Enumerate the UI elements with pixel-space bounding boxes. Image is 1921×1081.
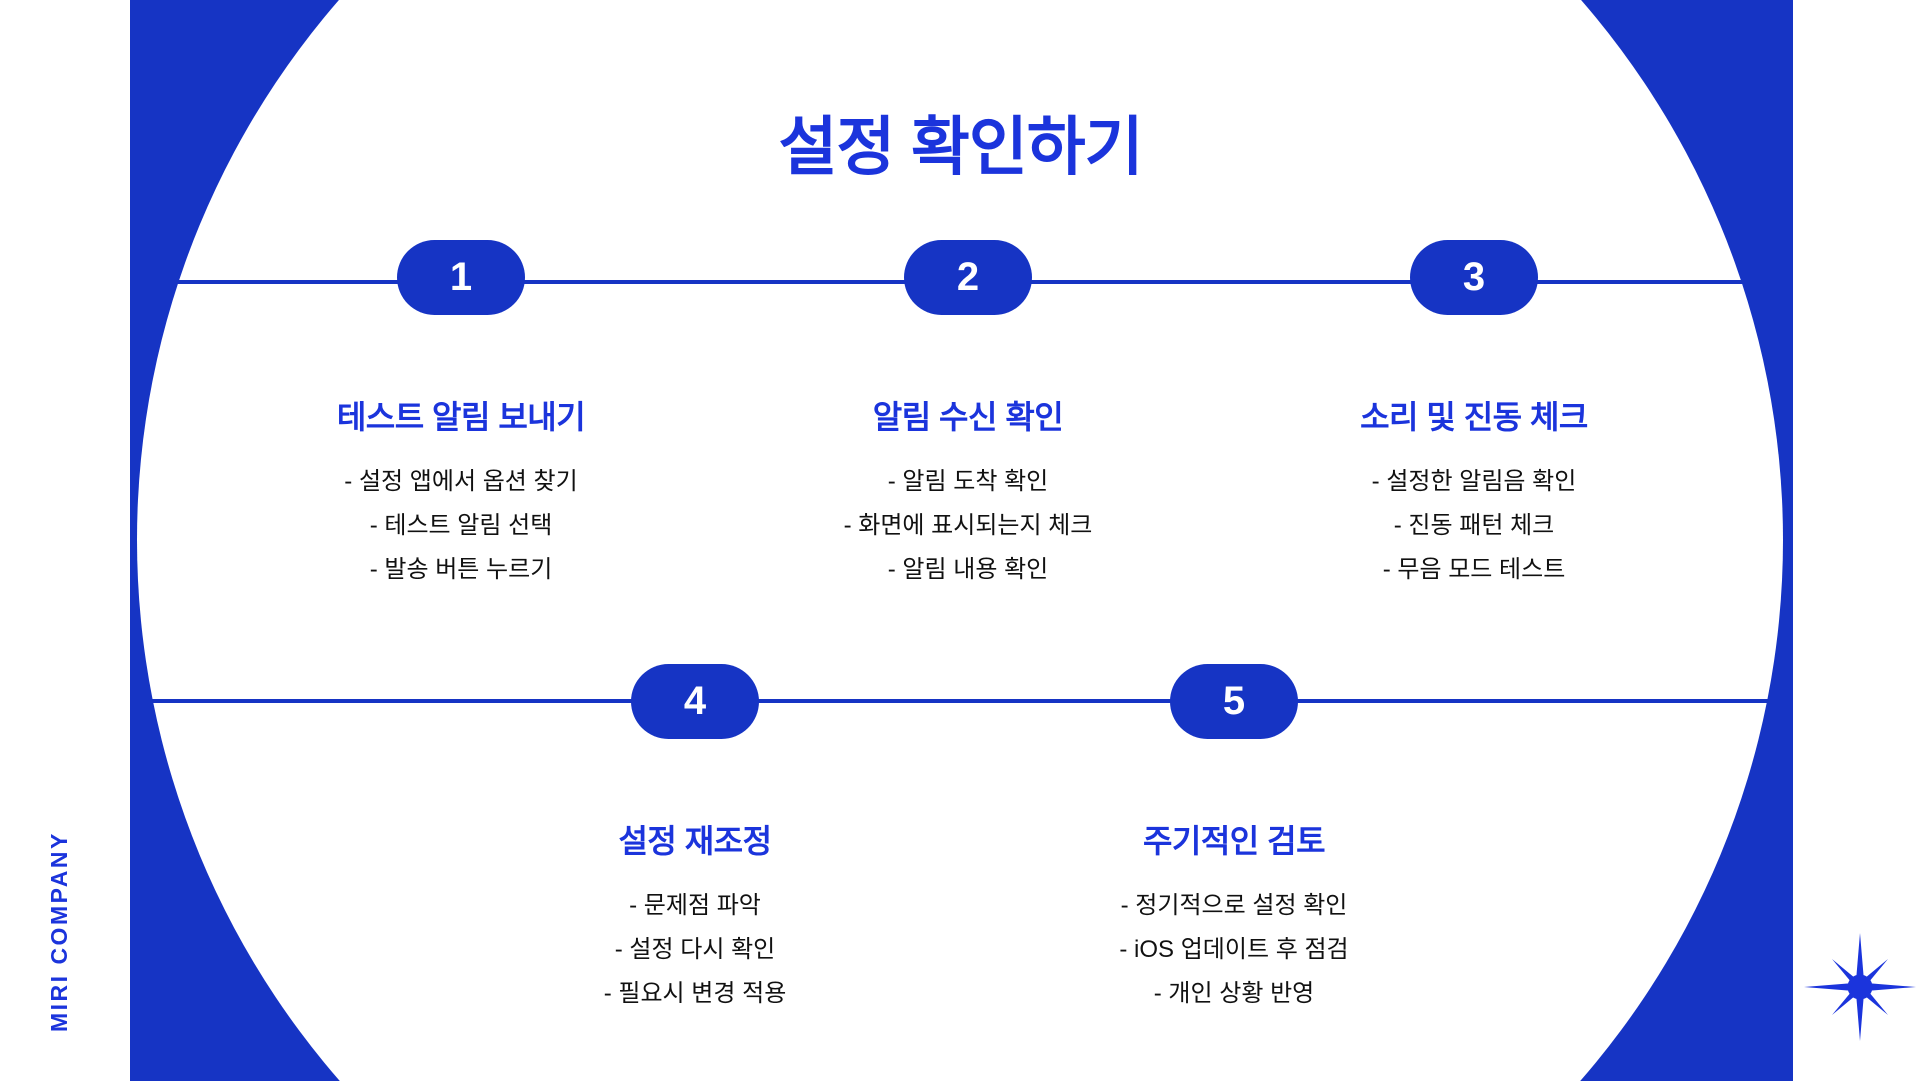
step-item: - 알림 내용 확인 <box>887 556 1049 583</box>
step-number-badge-4: 4 <box>631 664 759 739</box>
step-item: - 설정 다시 확인 <box>614 936 776 963</box>
step-column-1: 테스트 알림 보내기 - 설정 앱에서 옵션 찾기 - 테스트 알림 선택 - … <box>251 392 671 592</box>
step-item: - 개인 상황 반영 <box>1153 980 1315 1007</box>
step-heading: 주기적인 검토 <box>1142 823 1326 859</box>
step-number-badge-2: 2 <box>904 240 1032 315</box>
step-item: - 테스트 알림 선택 <box>369 512 553 539</box>
step-number-badge-5: 5 <box>1170 664 1298 739</box>
brand-vertical-text: MIRI COMPANY <box>46 831 72 1032</box>
step-column-3: 소리 및 진동 체크 - 설정한 알림음 확인 - 진동 패턴 체크 - 무음 … <box>1264 392 1684 592</box>
step-item: - 화면에 표시되는지 체크 <box>843 512 1093 539</box>
step-item: - 문제점 파악 <box>629 892 761 919</box>
timeline-line-row2 <box>130 699 1793 703</box>
step-heading: 소리 및 진동 체크 <box>1360 399 1588 435</box>
step-item: - 설정한 알림음 확인 <box>1371 468 1577 495</box>
step-heading: 설정 재조정 <box>618 823 772 859</box>
step-item: - iOS 업데이트 후 점검 <box>1119 936 1349 963</box>
step-item: - 설정 앱에서 옵션 찾기 <box>344 468 578 495</box>
step-item: - 발송 버튼 누르기 <box>369 556 553 583</box>
step-heading: 알림 수신 확인 <box>872 399 1064 435</box>
step-item: - 정기적으로 설정 확인 <box>1120 892 1348 919</box>
step-number-badge-3: 3 <box>1410 240 1538 315</box>
step-column-2: 알림 수신 확인 - 알림 도착 확인 - 화면에 표시되는지 체크 - 알림 … <box>758 392 1178 592</box>
white-circle-mask <box>137 0 1783 1081</box>
sparkle-star-icon <box>1804 933 1916 1041</box>
step-number-badge-1: 1 <box>397 240 525 315</box>
page-title: 설정 확인하기 <box>778 111 1143 183</box>
step-column-4: 설정 재조정 - 문제점 파악 - 설정 다시 확인 - 필요시 변경 적용 <box>485 816 905 1016</box>
step-item: - 무음 모드 테스트 <box>1382 556 1566 583</box>
step-item: - 알림 도착 확인 <box>887 468 1049 495</box>
step-item: - 진동 패턴 체크 <box>1393 512 1555 539</box>
step-column-5: 주기적인 검토 - 정기적으로 설정 확인 - iOS 업데이트 후 점검 - … <box>1024 816 1444 1016</box>
step-item: - 필요시 변경 적용 <box>603 980 787 1007</box>
step-heading: 테스트 알림 보내기 <box>336 399 586 435</box>
